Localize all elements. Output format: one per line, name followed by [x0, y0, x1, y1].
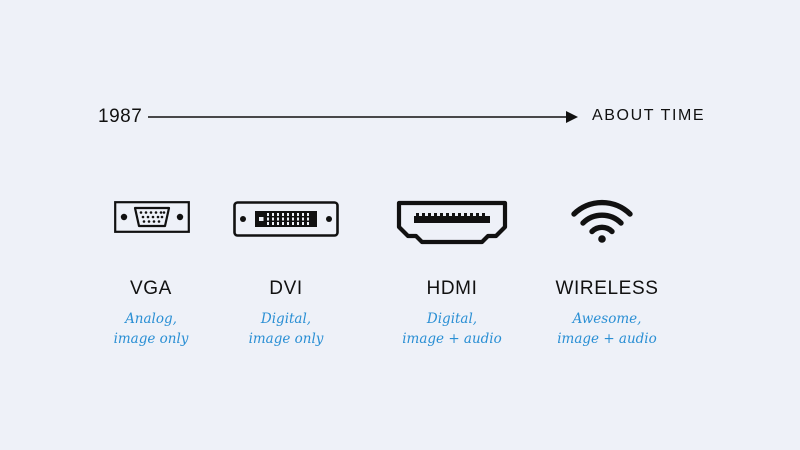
- connector-name: HDMI: [426, 278, 478, 299]
- connector-desc-line1: Digital,: [260, 311, 312, 327]
- wifi-icon: [571, 199, 633, 243]
- connector-desc-line2: image only: [113, 331, 189, 347]
- hdmi-port-icon: [396, 200, 508, 245]
- connector-desc-line1: Analog,: [125, 311, 177, 327]
- connector-desc-line1: Digital,: [426, 311, 478, 327]
- vga-port-icon: [114, 201, 190, 233]
- connector-desc-line2: image + audio: [557, 331, 657, 347]
- connector-desc-line2: image only: [248, 331, 324, 347]
- connector-dvi: DVI Digital, image only: [231, 278, 341, 349]
- connector-hdmi: HDMI Digital, image + audio: [388, 278, 516, 349]
- connector-desc-line2: image + audio: [402, 331, 502, 347]
- connector-name: VGA: [130, 278, 172, 299]
- timeline-arrow: [148, 111, 578, 123]
- connector-name: DVI: [269, 278, 303, 299]
- timeline-start-label: 1987: [98, 106, 143, 127]
- timeline-end-label: ABOUT TIME: [592, 107, 706, 124]
- connector-vga: VGA Analog, image only: [96, 278, 206, 349]
- connector-desc-line1: Awesome,: [572, 311, 642, 327]
- connector-wireless: WIRELESS Awesome, image + audio: [540, 278, 674, 349]
- connector-name: WIRELESS: [555, 278, 659, 299]
- dvi-port-icon: [233, 201, 339, 237]
